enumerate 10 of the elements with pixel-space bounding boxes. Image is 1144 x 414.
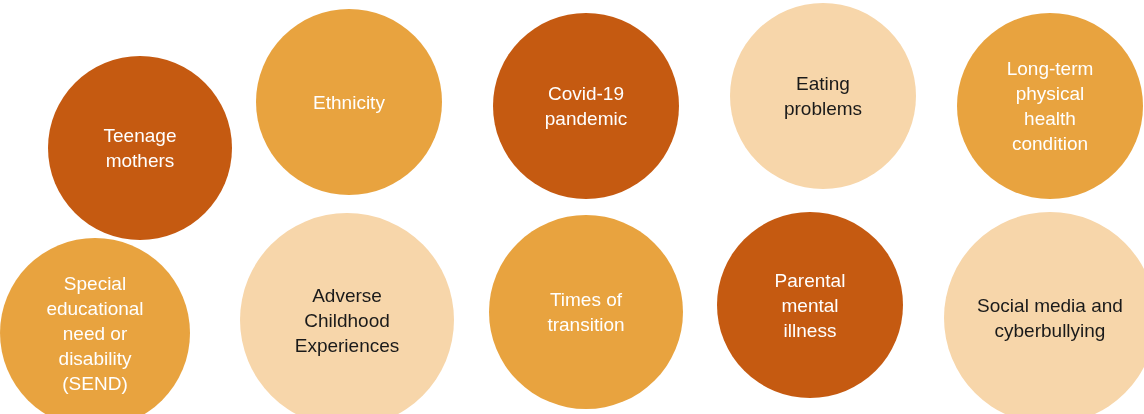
factor-label: Teenage mothers [102, 124, 178, 173]
factor-label: Parental mental illness [773, 268, 847, 343]
factor-label: Special educational need or disability (SEND) [45, 271, 145, 396]
factor-label: Covid-19 pandemic [543, 82, 629, 131]
factor-label: Long-term physical health condition [1005, 57, 1095, 156]
factor-label: Eating problems [782, 72, 864, 121]
factor-label: Adverse Childhood Experiences [293, 283, 401, 358]
factor-label: Social media and cyberbullying [976, 294, 1124, 343]
factor-label: Ethnicity [312, 90, 386, 115]
factor-label: Times of transition [546, 288, 626, 337]
